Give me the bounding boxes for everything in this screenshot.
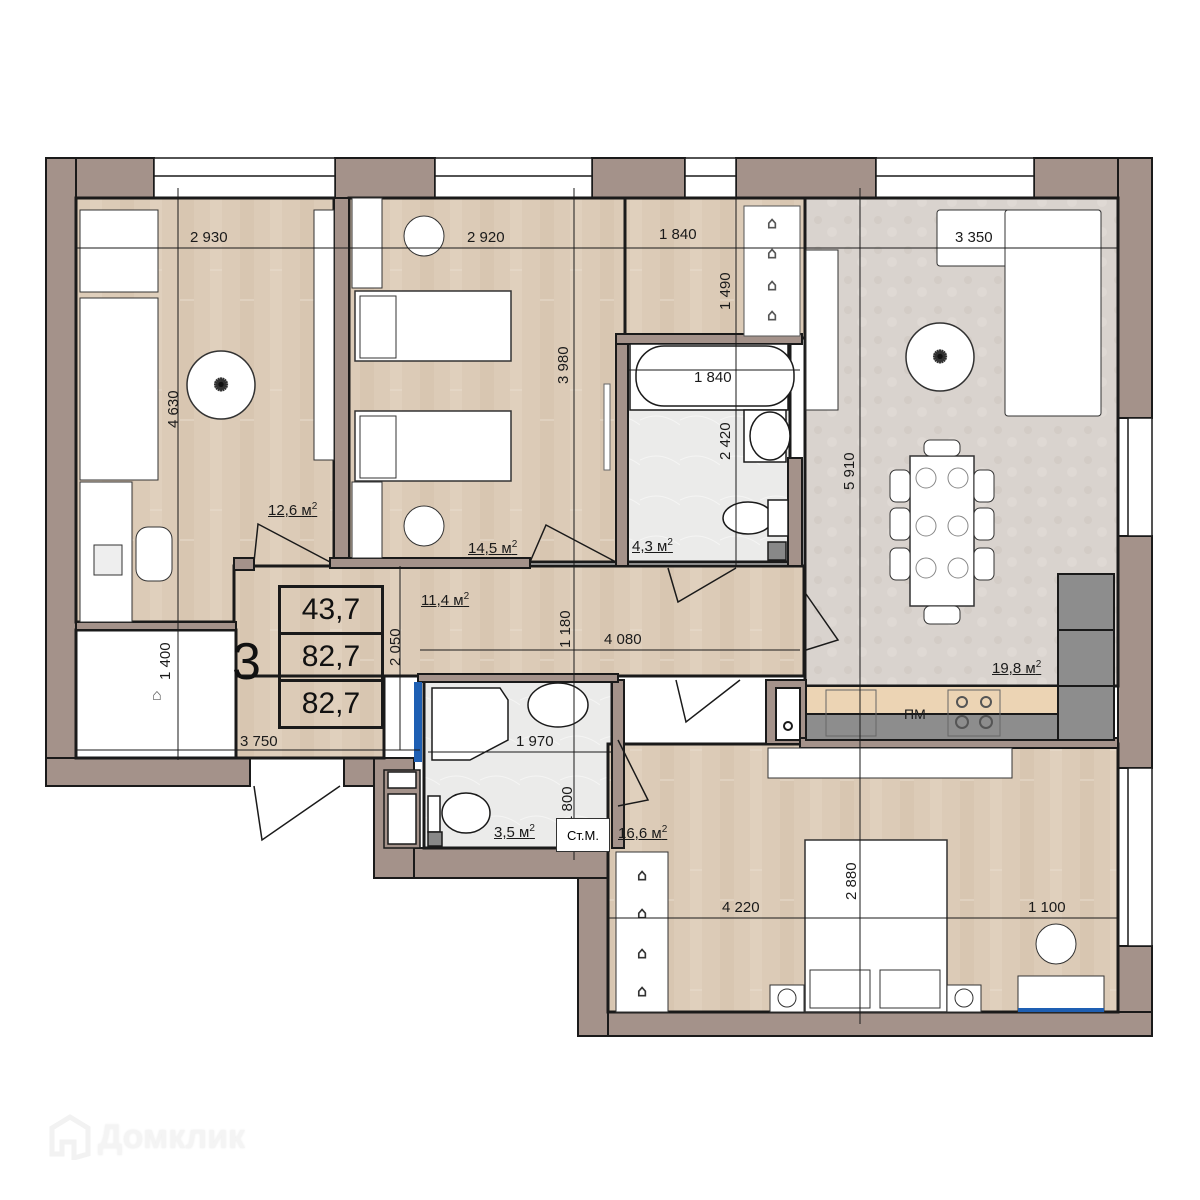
dim-1180: 1 180 [557, 610, 574, 648]
tv-unit [805, 249, 839, 411]
corner-shower [431, 687, 509, 761]
svg-text:✺: ✺ [932, 347, 947, 367]
area-summary-table: 43,7 82,7 82,7 [278, 585, 384, 729]
area-living-kitchen: 19,8 м2 [992, 659, 1042, 677]
dim-1100: 1 100 [1028, 899, 1066, 916]
shower-sink [527, 682, 589, 728]
walls [45, 157, 1153, 1037]
watermark-text: Домклик [98, 1117, 246, 1156]
tv-stand [767, 747, 1013, 779]
svg-text:⌂: ⌂ [637, 945, 647, 962]
area-children-room: 14,5 м2 [468, 539, 518, 557]
dim-2050: 2 050 [387, 628, 404, 666]
bathtub [635, 345, 795, 407]
kitchen-unit [775, 573, 1115, 741]
area-hallway: 11,4 м2 [421, 591, 470, 609]
total-area-value: 82,7 [281, 635, 381, 682]
dim-4080: 4 080 [604, 631, 642, 648]
svg-text:⌂: ⌂ [767, 307, 777, 324]
armchair [79, 209, 159, 293]
sink [749, 411, 791, 461]
svg-text:⌂: ⌂ [637, 983, 647, 1000]
windows [153, 157, 1153, 947]
dim-3750: 3 750 [240, 733, 278, 750]
dim-1970: 1 970 [516, 733, 554, 750]
dim-1400: 1 400 [157, 642, 174, 680]
chair [135, 526, 173, 582]
wardrobe [313, 209, 335, 461]
total-area-balcony-value: 82,7 [301, 687, 361, 720]
shower-room-fixtures [383, 682, 589, 849]
house-logo-icon [49, 1114, 91, 1160]
dim-4630: 4 630 [165, 390, 182, 428]
dim-1840-bath: 1 840 [694, 369, 732, 386]
area-master-bedroom: 16,6 м2 [618, 824, 668, 842]
area-bathroom: 4,3 м2 [632, 537, 673, 555]
dim-4220: 4 220 [722, 899, 760, 916]
dishwasher-label: ПМ [904, 706, 926, 722]
svg-text:⌂: ⌂ [767, 245, 777, 262]
watermark: Домклик [48, 1114, 245, 1160]
dim-5910: 5 910 [841, 452, 858, 490]
bedroom-left-furniture: ✺ [79, 209, 335, 623]
svg-text:⌂: ⌂ [637, 867, 647, 884]
svg-text:⌂: ⌂ [767, 277, 777, 294]
hanger-icon: ⌂ [152, 687, 162, 704]
toilet [722, 501, 774, 535]
rooms-count: 3 [232, 633, 261, 691]
wardrobe-hangers [615, 851, 669, 1013]
svg-text:⌂: ⌂ [637, 905, 647, 922]
area-shower-room: 3,5 м2 [494, 823, 535, 841]
washing-machine-box: Ст.М. [556, 818, 610, 852]
mirror [603, 383, 611, 471]
dim-2920: 2 920 [467, 229, 505, 246]
round-coffee-table [905, 322, 975, 392]
dim-3980: 3 980 [555, 346, 572, 384]
svg-text:✺: ✺ [213, 375, 228, 395]
wardrobe-hangers-top: ⌂ ⌂ ⌂ ⌂ [743, 205, 801, 337]
bathroom-fixtures [629, 343, 795, 561]
area-bedroom-left: 12,6 м2 [268, 501, 318, 519]
dim-1840-top: 1 840 [659, 226, 697, 243]
sofa-bed [79, 297, 159, 481]
dim-2930: 2 930 [190, 229, 228, 246]
living-furniture: ✺ [805, 209, 1102, 625]
dimension-lines [76, 188, 1118, 1024]
children-room-floor [347, 196, 627, 564]
doors [253, 522, 840, 842]
children-room-furniture [351, 197, 611, 559]
living-area-value: 43,7 [281, 588, 381, 635]
round-rug [186, 350, 256, 420]
dim-1490: 1 490 [717, 272, 734, 310]
dining-table [909, 455, 975, 607]
desk-shelf [351, 197, 383, 289]
dim-2420: 2 420 [717, 422, 734, 460]
dim-2880: 2 880 [843, 862, 860, 900]
master-bedroom-furniture: ⌂ ⌂ ⌂ ⌂ [615, 747, 1105, 1013]
interior-walls [75, 197, 1119, 849]
svg-text:⌂: ⌂ [767, 215, 777, 232]
dim-3350: 3 350 [955, 229, 993, 246]
shower-toilet [441, 792, 491, 834]
